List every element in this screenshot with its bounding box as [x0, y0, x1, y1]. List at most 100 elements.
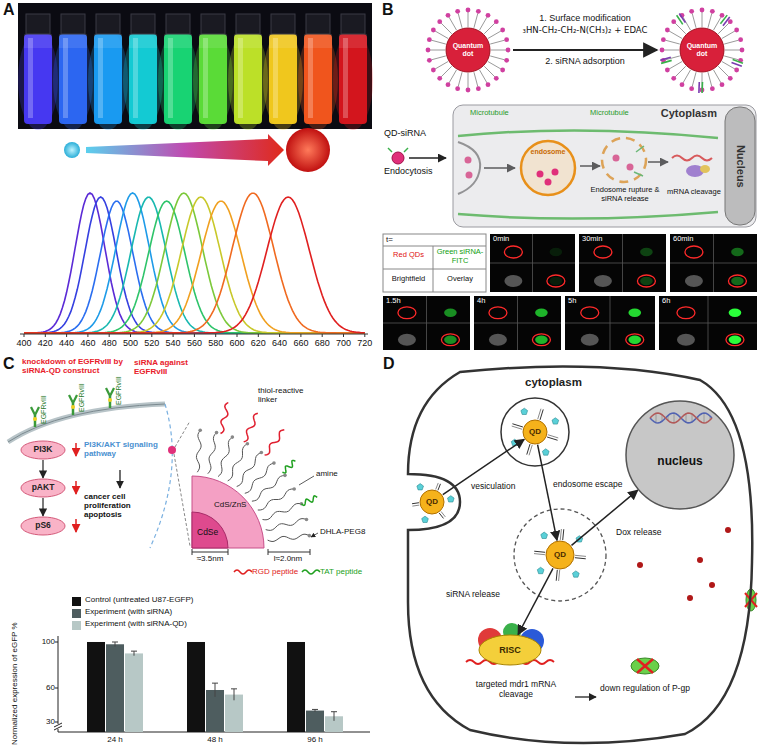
axis-tick: 420	[38, 338, 53, 348]
pathway-label-box: PI3K/AKT signaling pathway	[84, 440, 164, 458]
microscopy-image	[659, 296, 757, 350]
quantum-dot-section	[192, 549, 193, 555]
outcome-label-box: cancer cell proliferation apoptosis	[84, 492, 156, 520]
table-cell-box: Brightfield	[385, 275, 432, 284]
bar	[306, 711, 324, 732]
quantum-dot-outline	[734, 28, 739, 33]
axis-tick-box: 460	[80, 338, 95, 348]
microscopy-image	[731, 277, 744, 285]
node-text-area: PI3K	[20, 440, 66, 460]
axis-tick: 460	[80, 338, 95, 348]
quantum-dot-outline	[441, 66, 452, 77]
emission-spectra	[24, 197, 365, 333]
vial	[201, 14, 225, 34]
microscopy-image	[504, 275, 522, 287]
vial	[304, 34, 332, 124]
vial	[96, 14, 120, 34]
connector-arrow	[42, 498, 43, 516]
quantum-dot-section	[265, 430, 285, 455]
vial	[341, 14, 365, 34]
part-label: amine	[316, 469, 338, 478]
vesicle	[501, 398, 606, 601]
axis-tick-box: 480	[102, 338, 117, 348]
vial	[234, 34, 262, 124]
table-cell-box: Green siRNA-FITC	[435, 248, 485, 265]
time-label-box: 0min	[493, 235, 509, 244]
sirna-ligand	[436, 483, 439, 490]
microscopy-image	[726, 334, 744, 346]
edge-label: siRNA release	[445, 590, 501, 600]
quantum-dot-outline	[710, 9, 715, 14]
axis-line	[45, 334, 46, 337]
endosome-circle-outline	[519, 139, 577, 197]
axis-tick-box: 620	[251, 338, 266, 348]
microscopy-image	[474, 323, 561, 324]
quantum-dot-outline	[738, 37, 743, 42]
part-label-box: CdSe	[197, 528, 218, 538]
vial	[28, 38, 33, 118]
quantum-dot-section	[192, 552, 228, 553]
axis-line	[173, 334, 174, 337]
signal-arrow	[119, 470, 120, 488]
endosome-circle-outline	[521, 141, 575, 195]
receptor-symbol	[34, 415, 37, 427]
quantum-dot-outline	[661, 60, 672, 63]
bar	[87, 642, 343, 732]
step-label-box: targeted mdr1 mRNA cleavage	[460, 680, 572, 700]
endocytosis-scheme	[409, 157, 446, 159]
quantum-dot-outline	[474, 13, 478, 27]
quantum-dot-outline	[660, 48, 665, 53]
node-label: Cytoplasm	[661, 107, 717, 120]
time-label: 6h	[662, 297, 670, 306]
axis-tick: 480	[102, 338, 117, 348]
cell-membrane	[150, 404, 172, 548]
axis-line	[279, 334, 280, 337]
bar-chart-axis	[54, 726, 62, 730]
axis-tick-box: 60	[33, 683, 55, 692]
microscopy-image	[398, 334, 416, 346]
vial	[203, 38, 208, 118]
quantum-dot-outline	[740, 48, 745, 53]
quantum-dot-outline	[546, 541, 574, 569]
sirna-ligand	[575, 555, 586, 556]
time-label: 30min	[582, 235, 602, 244]
endosome-circle-outline	[552, 169, 559, 176]
node-text-area: nucleus	[625, 400, 735, 510]
edge-label-box: vesiculation	[470, 482, 516, 492]
axis-tick: 720	[357, 338, 372, 348]
sirna-ligand	[548, 435, 559, 438]
microscopy-image	[685, 275, 703, 287]
part-label-box: CdS/ZnS	[214, 500, 246, 509]
microscopy-image	[579, 263, 666, 264]
quantum-dot-outline	[506, 48, 511, 53]
microscopy-image	[728, 275, 746, 287]
step-label-box: Endocytosis	[384, 166, 433, 176]
microscopy-image	[489, 307, 507, 319]
kinase-oval: PI3K	[20, 440, 66, 460]
quantum-dot-section	[234, 570, 252, 574]
quantum-dot-outline	[698, 82, 700, 93]
quantum-dot-section	[196, 430, 201, 472]
pathway-label: PI3K/AKT signaling pathway	[84, 440, 164, 458]
axis-tick-box: 30	[33, 717, 55, 726]
nucleus-band-outline	[725, 107, 755, 225]
node-label: Nucleus	[734, 145, 747, 188]
bar	[212, 683, 218, 684]
node-label: QD	[554, 550, 566, 559]
vial	[129, 34, 157, 124]
panel-letter-box: A	[3, 1, 15, 19]
emission-spectra	[24, 193, 365, 333]
axis-tick: 580	[208, 338, 223, 348]
time-label-box: 1.5h	[386, 297, 401, 306]
legend-grid	[383, 234, 486, 292]
quantum-dot-section	[231, 435, 235, 439]
table-cell-box: Red QDs	[385, 251, 432, 260]
time-label: 5h	[568, 297, 576, 306]
quantum-dot-section	[228, 444, 248, 481]
zoom-lines	[168, 446, 176, 454]
axis-line	[130, 334, 131, 337]
receptor-symbol	[110, 388, 114, 396]
quantum-dot-outline	[494, 19, 499, 24]
emission-spectra	[24, 193, 365, 333]
key-label: RGD peptide	[252, 567, 298, 576]
